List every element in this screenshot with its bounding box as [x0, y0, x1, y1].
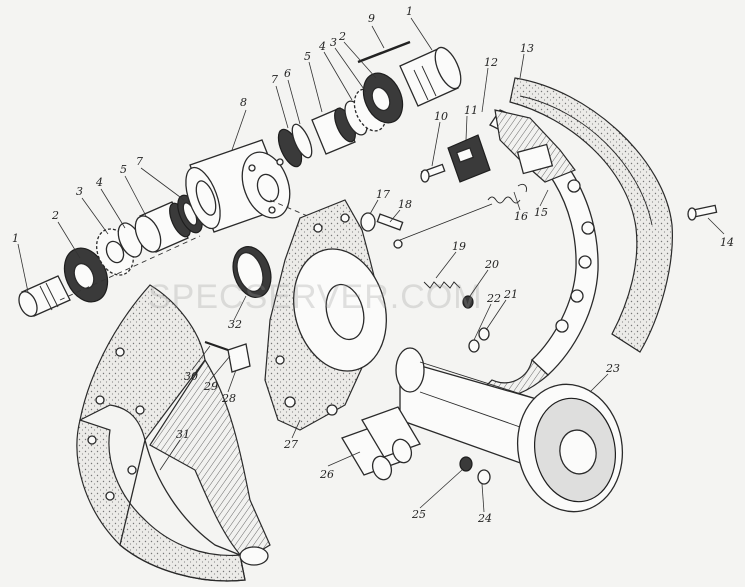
nut-20: [462, 295, 474, 309]
hub-flange-23: [516, 383, 624, 513]
spring-19: [423, 281, 461, 289]
callout-21: 21: [503, 288, 518, 301]
callout-9: 9: [368, 12, 375, 25]
callout-27: 27: [283, 438, 298, 451]
washer-17: [360, 212, 376, 232]
brake-shoe-rib-right: [479, 109, 599, 399]
washer-6: [291, 123, 313, 159]
callout-12: 12: [484, 56, 498, 69]
callout-13: 13: [520, 42, 534, 55]
anchor-plate-27: [264, 199, 387, 431]
leader-lines: [17, 17, 725, 513]
shaft-1-left: [18, 275, 71, 317]
nut-2-right: [362, 72, 404, 124]
pin-9: [357, 40, 411, 64]
watermark-text: SPECSERVER.COM: [148, 278, 483, 316]
nut-2-left: [63, 247, 109, 303]
callout-20: 20: [484, 258, 499, 271]
callout-4-right: 4: [318, 40, 326, 53]
cam-housing-8: [185, 139, 291, 233]
roller-26a: [341, 424, 401, 481]
callout-23: 23: [605, 362, 620, 375]
callout-30: 30: [184, 370, 198, 383]
washer-24: [477, 469, 491, 485]
callout-5-left: 5: [120, 163, 127, 176]
screw-10: [420, 163, 446, 183]
nut-25: [459, 456, 473, 472]
washer-22: [468, 339, 480, 353]
plate-28: [227, 343, 251, 373]
brake-shoe-left-31: [76, 284, 271, 582]
callout-3-left: 3: [76, 185, 83, 198]
callout-18: 18: [398, 198, 412, 211]
screw-30: [204, 341, 229, 351]
callouts: 1 2 3 4 5 7 8 7 6 5 4 3 2 9 1 10 11 12 1…: [12, 5, 734, 525]
clip-11: [447, 134, 491, 183]
callout-7-right: 7: [271, 73, 278, 86]
roller-26b: [361, 406, 421, 464]
bearing-5-left: [134, 201, 191, 253]
callout-1-left: 1: [12, 232, 19, 245]
callout-22: 22: [486, 292, 501, 305]
brake-shoe-right-13: [509, 77, 673, 353]
callout-14: 14: [720, 236, 734, 249]
callout-28: 28: [221, 392, 236, 405]
callout-29: 29: [203, 380, 218, 393]
bearing-race-32: [232, 246, 272, 298]
callout-16: 16: [514, 210, 528, 223]
anchor-bracket-12: [494, 109, 576, 183]
callout-4-left: 4: [95, 176, 103, 189]
callout-26: 26: [319, 468, 334, 481]
washer-21: [478, 327, 490, 341]
shaft-1-right: [399, 46, 462, 107]
callout-7-left: 7: [136, 155, 143, 168]
callout-32: 32: [228, 318, 242, 331]
callout-6: 6: [284, 67, 291, 80]
callout-1-right: 1: [406, 5, 413, 18]
callout-25: 25: [411, 508, 426, 521]
callout-15: 15: [534, 206, 548, 219]
bearing-5-right: [311, 107, 356, 155]
callout-17: 17: [376, 188, 390, 201]
callout-10: 10: [434, 110, 448, 123]
callout-24: 24: [477, 512, 492, 525]
callout-3-right: 3: [330, 36, 337, 49]
callout-5-right: 5: [304, 50, 311, 63]
spring-rod-19: [393, 203, 493, 249]
callout-19: 19: [452, 240, 466, 253]
callout-11: 11: [464, 104, 478, 117]
callout-31: 31: [176, 428, 190, 441]
callout-2-right: 2: [338, 30, 346, 43]
bolt-14: [687, 204, 718, 221]
callout-2-left: 2: [51, 209, 59, 222]
callout-8: 8: [240, 96, 247, 109]
assembly-axis-left: [59, 235, 201, 301]
spring-16: [487, 183, 527, 204]
